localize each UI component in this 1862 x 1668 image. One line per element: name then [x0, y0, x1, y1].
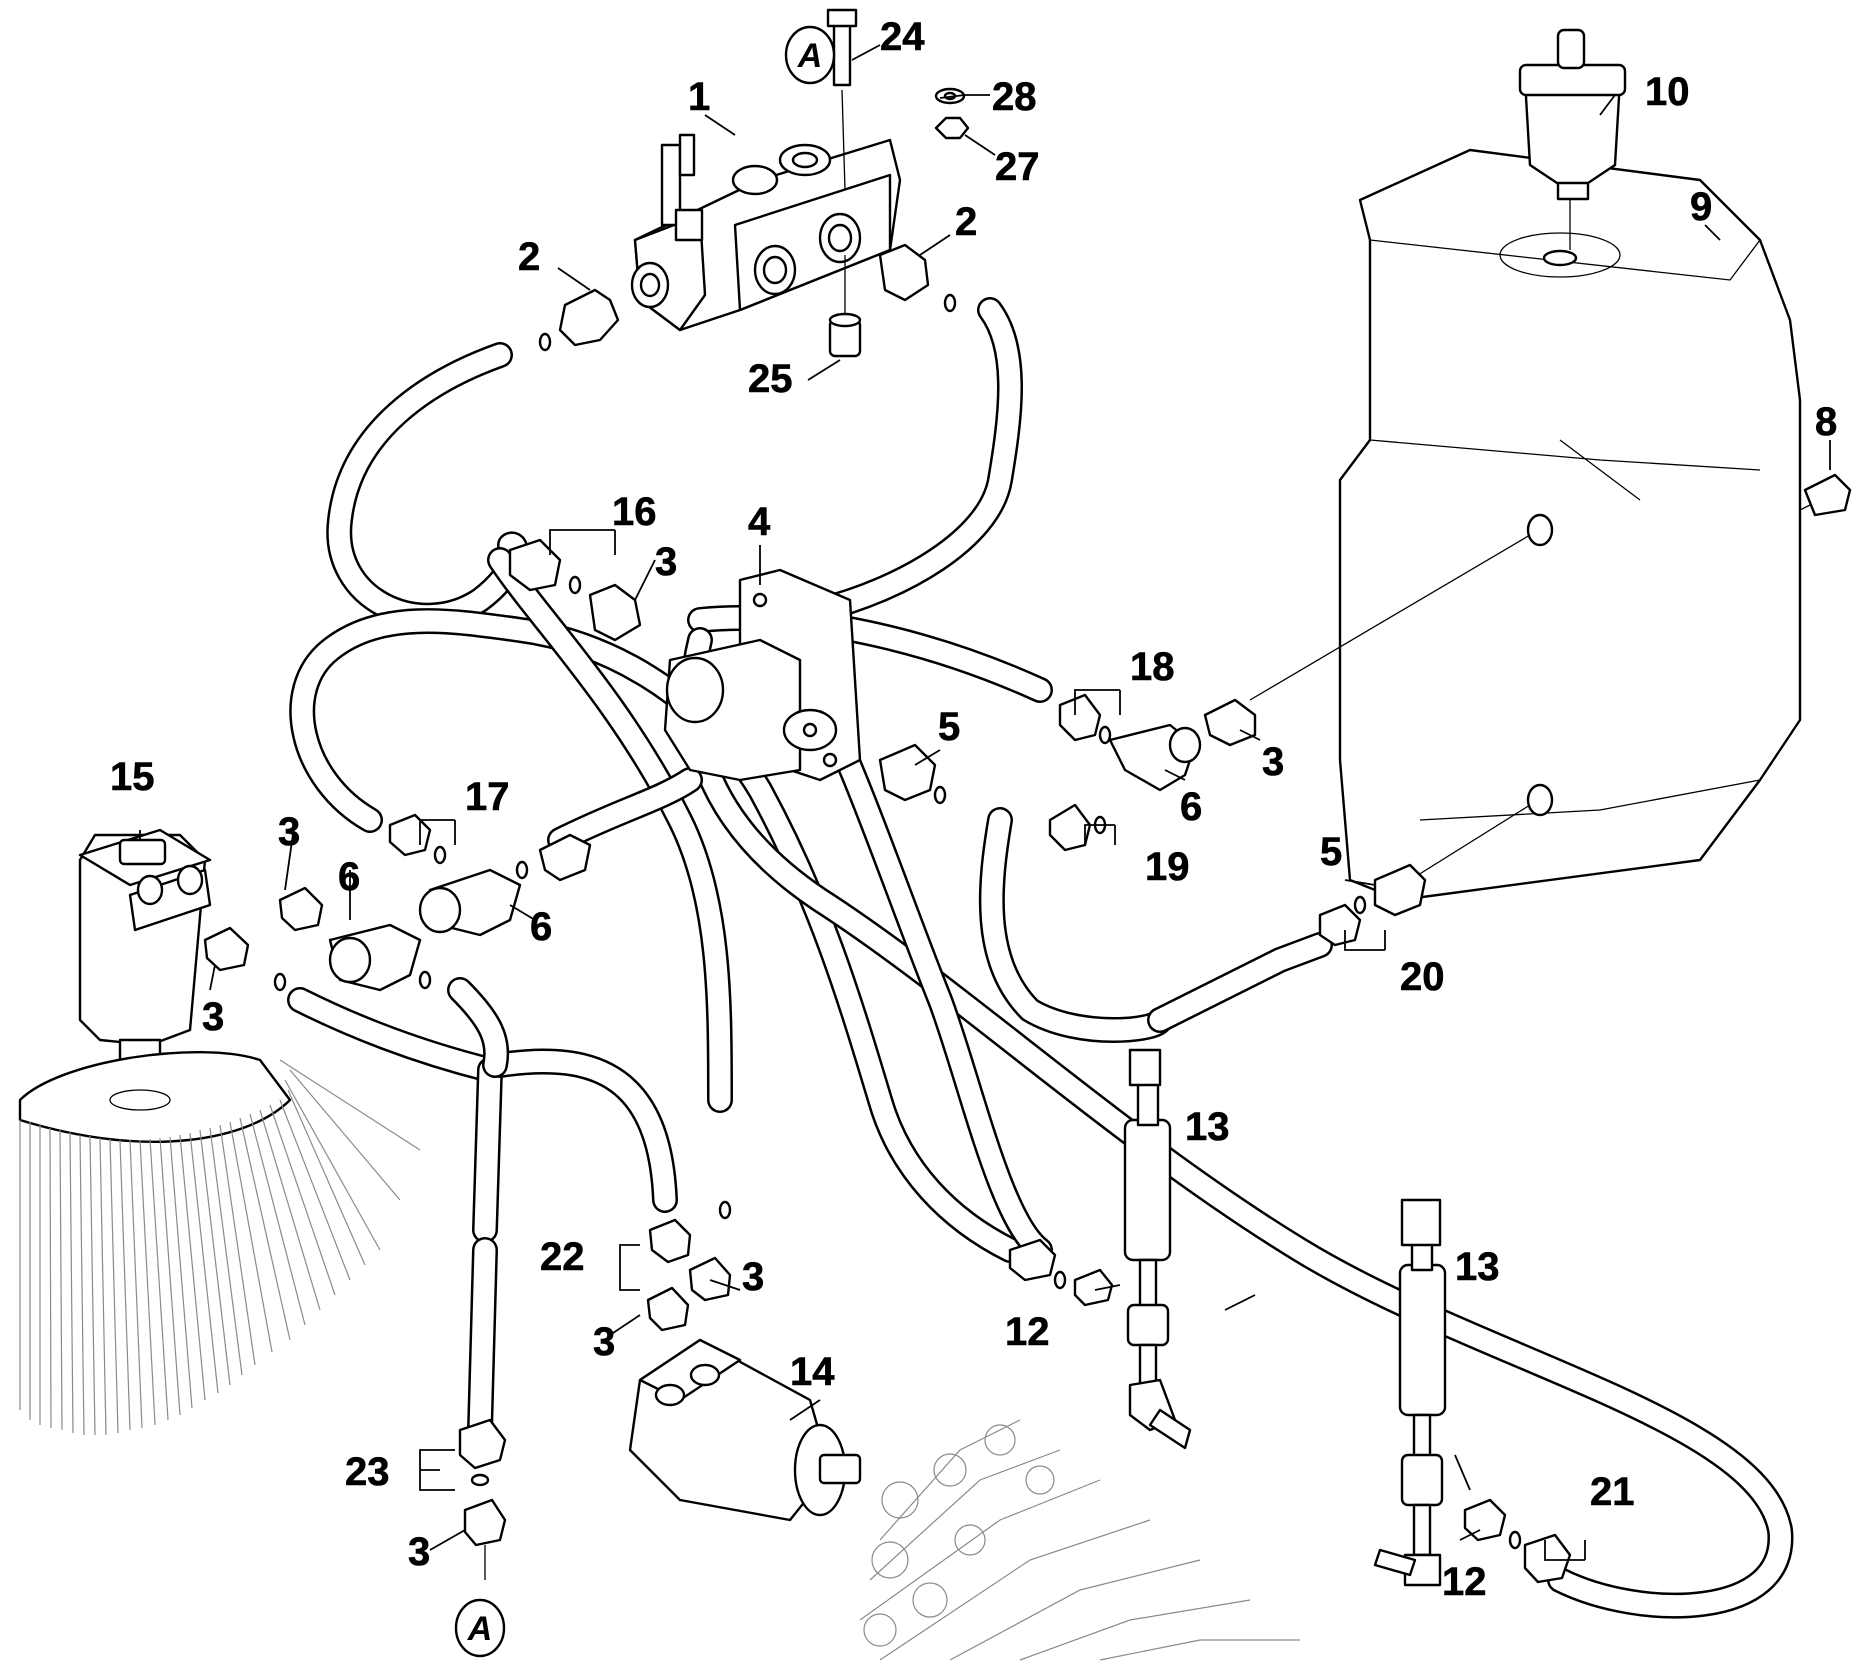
- main-brush-motor: [628, 1338, 862, 1522]
- callout-3-pump: 3: [655, 540, 677, 584]
- callout-12-right: 12: [1442, 1560, 1487, 1604]
- callout-2-left: 2: [518, 235, 540, 279]
- callout-20: 20: [1400, 955, 1445, 999]
- side-brush-motor: [18, 828, 292, 1143]
- callout-9: 9: [1690, 185, 1712, 229]
- callout-18: 18: [1130, 645, 1175, 689]
- cylinders: [1123, 1048, 1447, 1587]
- callout-6-left: 6: [338, 855, 360, 899]
- callout-3-22: 3: [742, 1255, 764, 1299]
- reference-marker-top-label: A: [797, 37, 823, 75]
- callout-10: 10: [1645, 70, 1690, 114]
- pump: [663, 568, 862, 782]
- callout-8: 8: [1815, 400, 1837, 444]
- callout-2-right: 2: [955, 200, 977, 244]
- callout-25: 25: [748, 357, 793, 401]
- callout-12-middle: 12: [1005, 1310, 1050, 1354]
- callout-23: 23: [345, 1450, 390, 1494]
- callout-14: 14: [790, 1350, 835, 1394]
- valve-block: [630, 8, 970, 358]
- callout-27: 27: [995, 145, 1040, 189]
- callout-3-14: 3: [593, 1320, 615, 1364]
- callouts: 1 2 2 24 28 27 25 10 9 8 4 16 3 18 5 3 6…: [110, 15, 1838, 1605]
- callout-13-right: 13: [1455, 1245, 1500, 1289]
- side-brush-bristles: [19, 1059, 421, 1436]
- callout-5-tank: 5: [1320, 830, 1342, 874]
- reference-marker-top: A: [784, 25, 836, 85]
- callout-17: 17: [465, 775, 510, 819]
- callout-13-middle: 13: [1185, 1105, 1230, 1149]
- callout-15: 15: [110, 755, 155, 799]
- callout-19: 19: [1145, 845, 1190, 889]
- callout-16: 16: [612, 490, 657, 534]
- callout-6-right: 6: [1180, 785, 1202, 829]
- main-brush-bristles: [859, 1419, 1300, 1661]
- callout-3-23: 3: [408, 1530, 430, 1574]
- hoses: [287, 297, 1794, 1619]
- callout-5-pump: 5: [938, 705, 960, 749]
- reference-marker-bottom-label: A: [467, 1610, 493, 1648]
- callout-3-tank: 3: [1262, 740, 1284, 784]
- callout-28: 28: [992, 75, 1037, 119]
- callout-1: 1: [688, 75, 710, 119]
- callout-24: 24: [880, 15, 925, 59]
- fittings: [203, 243, 1572, 1584]
- callout-3-motor-a: 3: [278, 810, 300, 854]
- reference-marker-bottom: A: [454, 1598, 506, 1658]
- callout-21: 21: [1590, 1470, 1635, 1514]
- callout-22: 22: [540, 1235, 585, 1279]
- tank: [1249, 28, 1852, 902]
- callout-6-center: 6: [530, 905, 552, 949]
- callout-3-motor-b: 3: [202, 995, 224, 1039]
- leader-lines: [139, 44, 1831, 1561]
- callout-4: 4: [748, 500, 771, 544]
